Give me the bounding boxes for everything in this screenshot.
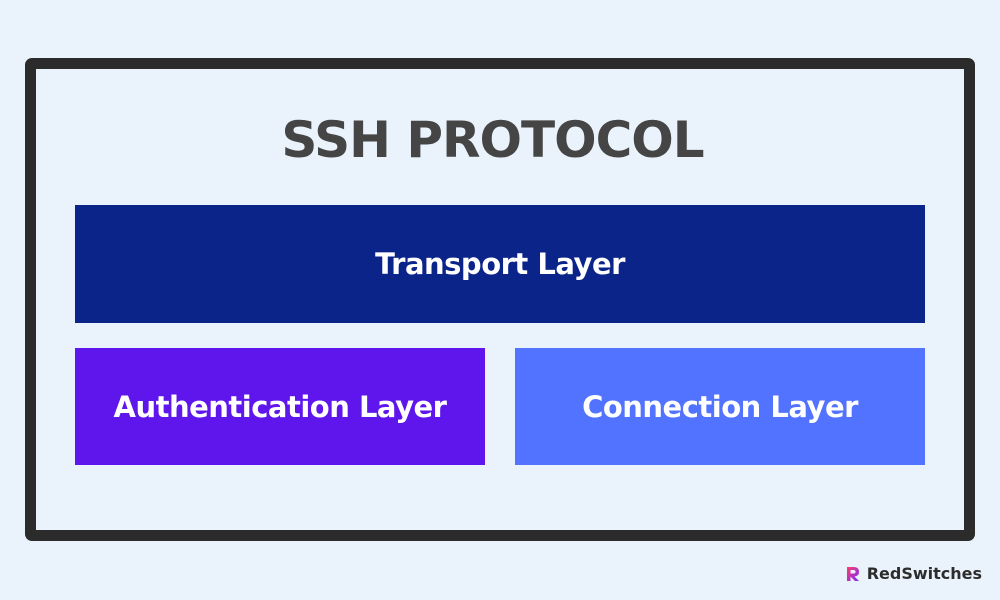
brand-name: RedSwitches	[866, 564, 982, 583]
transport-layer-label: Transport Layer	[375, 247, 625, 281]
authentication-layer-block: Authentication Layer	[75, 348, 485, 465]
authentication-layer-label: Authentication Layer	[113, 389, 447, 424]
redswitches-logo-icon	[846, 566, 859, 581]
brand-watermark: RedSwitches	[845, 564, 982, 583]
diagram-title: SSH PROTOCOL	[281, 111, 704, 169]
connection-layer-label: Connection Layer	[582, 389, 858, 424]
transport-layer-block: Transport Layer	[75, 205, 925, 323]
connection-layer-block: Connection Layer	[515, 348, 925, 465]
